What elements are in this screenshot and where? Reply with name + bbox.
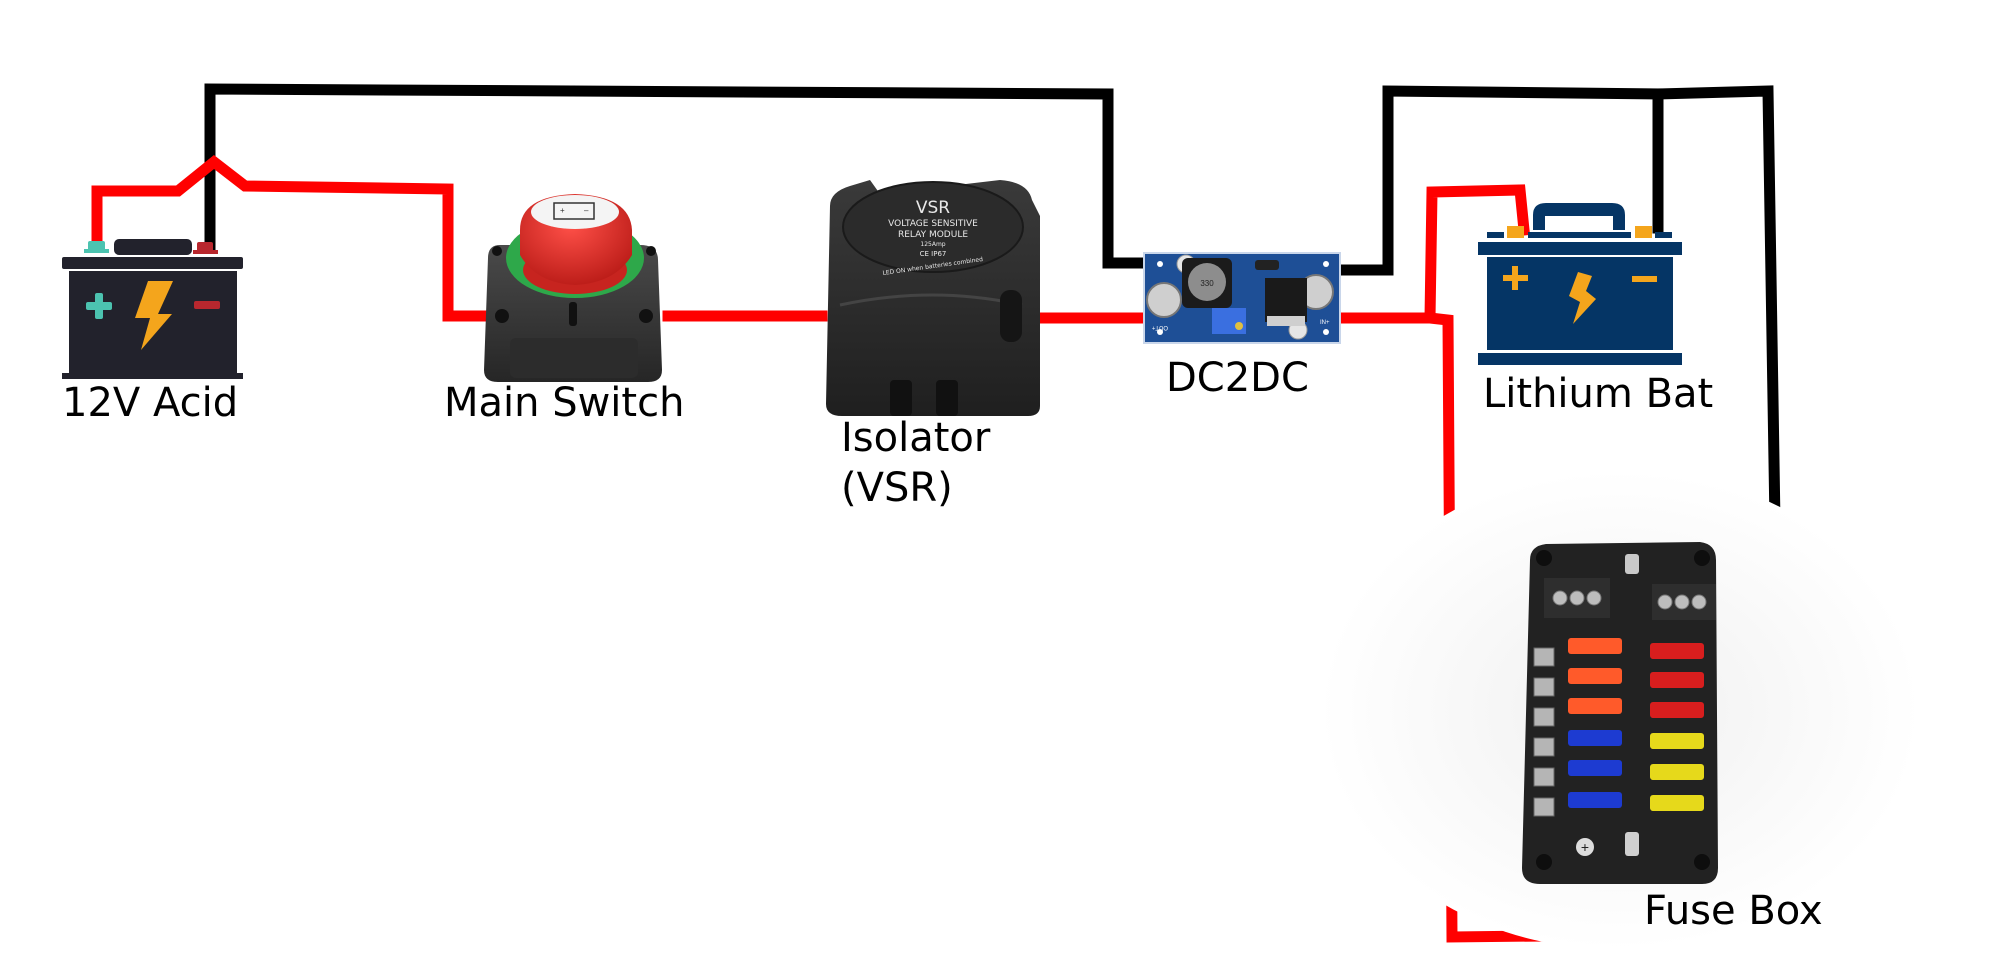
svg-text:CE IP67: CE IP67 bbox=[920, 250, 947, 258]
pcb-converter-icon: 330 OUT+ IN+ bbox=[1143, 252, 1341, 344]
label-acid-battery: 12V Acid bbox=[62, 380, 239, 426]
positive-stud bbox=[1625, 832, 1639, 856]
lightning-bolt-icon bbox=[135, 281, 173, 350]
svg-text:330: 330 bbox=[1200, 279, 1214, 288]
svg-text:OUT+: OUT+ bbox=[1151, 324, 1168, 330]
svg-text:VOLTAGE SENSITIVE: VOLTAGE SENSITIVE bbox=[888, 219, 978, 229]
positive-terminal bbox=[88, 241, 105, 251]
label-main-switch: Main Switch bbox=[444, 380, 685, 426]
battery-handle bbox=[1533, 203, 1625, 230]
fuses-left bbox=[1568, 638, 1622, 808]
negative-wire-acid-to-dc2dc bbox=[204, 83, 1146, 269]
negative-stud bbox=[1625, 554, 1639, 574]
negative-terminal bbox=[1635, 226, 1652, 238]
positive-terminal bbox=[1507, 226, 1524, 238]
svg-text:+: + bbox=[1581, 839, 1589, 855]
vsr-text: VSR bbox=[916, 198, 950, 218]
relay-module-icon: VSR VOLTAGE SENSITIVE RELAY MODULE 125Am… bbox=[826, 180, 1040, 416]
svg-text:RELAY MODULE: RELAY MODULE bbox=[898, 230, 968, 240]
svg-text:IN+: IN+ bbox=[1320, 320, 1330, 326]
acid-battery-icon bbox=[62, 239, 243, 379]
fuses-right bbox=[1650, 643, 1704, 811]
svg-text:125Amp: 125Amp bbox=[920, 241, 945, 248]
positive-wire-dc2dc-to-lithium bbox=[1340, 184, 1531, 324]
fuse-block-icon: + bbox=[1320, 470, 1920, 950]
label-isolator: Isolator (VSR) bbox=[841, 415, 991, 511]
label-fuse-box: Fuse Box bbox=[1644, 888, 1823, 934]
battery-switch-icon: OFF + – bbox=[484, 194, 662, 382]
negative-wire-dc2dc-to-lithium bbox=[1336, 85, 1664, 276]
negative-terminal bbox=[197, 242, 213, 252]
svg-text:–: – bbox=[584, 206, 589, 215]
label-dc2dc: DC2DC bbox=[1166, 355, 1309, 401]
positive-wire-acid-to-switch bbox=[91, 154, 496, 322]
lightning-bolt-icon bbox=[1569, 272, 1596, 324]
label-lithium-battery: Lithium Bat bbox=[1483, 371, 1714, 417]
lithium-battery-icon bbox=[1478, 203, 1682, 365]
svg-text:+: + bbox=[560, 206, 565, 215]
